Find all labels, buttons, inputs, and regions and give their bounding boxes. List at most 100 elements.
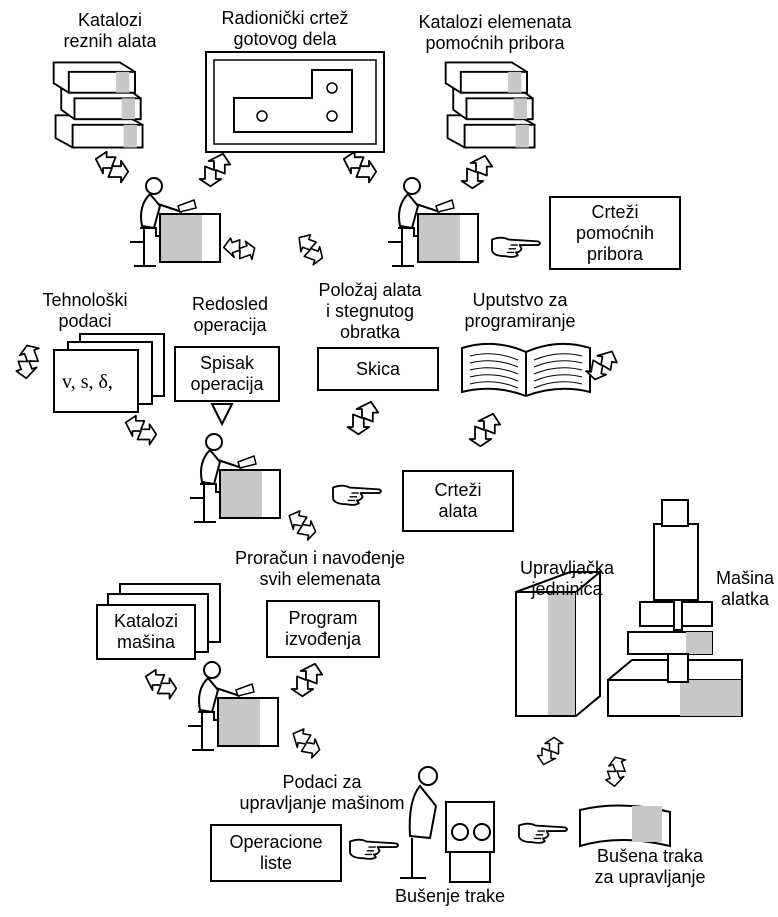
box-line: Crteži [591, 201, 639, 222]
reel-icon [473, 823, 491, 841]
box-line: Operacione [229, 832, 323, 852]
book-line [469, 381, 519, 389]
book-line [533, 353, 583, 361]
box-line: Crteži [434, 480, 482, 500]
machine-column [653, 523, 699, 601]
label-line: jedninica [531, 579, 603, 599]
zigzag-arrow-icon [198, 152, 232, 188]
pointing-hand-icon [349, 838, 399, 860]
label-tehnoloski-podaci: Tehnološki podaci [35, 290, 135, 332]
operator-head [418, 766, 438, 786]
machine-spindle [673, 599, 683, 631]
books-stack-icon [444, 61, 536, 149]
label-katalozi-elemenata: Katalozi elemenata pomoćnih pribora [395, 12, 595, 54]
label-line: pomoćnih pribora [425, 33, 565, 53]
worker-icon [189, 433, 281, 523]
hole-icon [326, 82, 338, 94]
pointer-triangle [210, 403, 234, 427]
zigzag-arrow-icon [94, 150, 130, 184]
zigzag-arrow-icon [346, 400, 380, 436]
machine-base-shade [680, 680, 742, 716]
worker-icon [187, 661, 279, 751]
label-katalozi-reznih-alata: Katalozi reznih alata [55, 10, 165, 52]
reel-icon [451, 823, 469, 841]
pointing-hand-icon [491, 236, 541, 258]
machine-head [661, 499, 689, 527]
box-line: Program [288, 608, 358, 628]
tape-punch-stand [449, 851, 491, 883]
zigzag-arrow-icon [284, 508, 320, 542]
zigzag-arrow-icon [220, 230, 259, 268]
pointing-hand-icon [518, 822, 568, 844]
label-polozaj-alata: Položaj alata i stegnutog obratka [300, 280, 440, 343]
label-line: i stegnutog [325, 301, 415, 321]
zigzag-arrow-icon [291, 230, 330, 268]
box-program-izvodjenja: Program izvođenja [266, 600, 380, 658]
label-line: podaci [58, 311, 112, 331]
label-line: Bušenje trake [394, 886, 506, 906]
zigzag-arrow-icon [288, 726, 324, 760]
label-line: za upravljanje [594, 867, 706, 887]
box-line: izvođenja [284, 629, 362, 649]
label-masina-alatka: Mašina alatka [712, 568, 778, 610]
zigzag-arrow-icon [598, 753, 634, 790]
label-upravljacka-jedinica: Upravljačka jedninica [512, 558, 622, 600]
hole-icon [256, 110, 268, 122]
worker-icon [387, 177, 479, 267]
box-line: liste [259, 853, 292, 873]
label-podaci-za-upravljanje: Podaci za upravljanje mašinom [232, 772, 412, 814]
label-line: Proračun i navođenje [234, 548, 406, 568]
label-busena-traka: Bušena traka za upravljanje [580, 846, 720, 888]
label-uputstvo: Uputstvo za programiranje [450, 290, 590, 332]
box-line: pribora [586, 243, 644, 264]
label-line: reznih alata [63, 31, 157, 51]
box-spisak-operacija: Spisak operacija [174, 346, 280, 402]
box-line: operacija [190, 374, 264, 394]
box-katalozi-masina: Katalozi mašina [96, 604, 196, 660]
box-crtezi-pomocnih-pribora: Crteži pomoćnih pribora [549, 196, 681, 270]
box-line: mašina [116, 632, 176, 652]
pointing-hand-icon [332, 484, 382, 506]
zigzag-arrow-icon [8, 341, 48, 382]
label-line: svih elemenata [259, 569, 381, 589]
hole-icon [326, 110, 338, 122]
book-line [533, 381, 583, 389]
machine-pedestal [667, 653, 689, 683]
label-radionicki-crtez: Radionički crtež gotovog dela [205, 8, 365, 50]
control-unit-side [575, 569, 601, 717]
book-line [533, 374, 583, 382]
label-busenje-trake: Bušenje trake [390, 886, 510, 907]
label-line: obratka [339, 322, 401, 342]
book-line [533, 360, 583, 368]
label-line: Katalozi [77, 10, 143, 30]
book-line [469, 374, 519, 382]
label-proracun: Proračun i navođenje svih elemenata [215, 548, 425, 590]
zigzag-arrow-icon [468, 412, 502, 448]
punched-tape-shade [632, 806, 662, 842]
operator-body [408, 784, 438, 840]
box-line: pomoćnih [575, 222, 655, 243]
label-line: alatka [720, 589, 770, 609]
machine-table-shade [686, 632, 712, 654]
zigzag-arrow-icon [342, 150, 378, 184]
label-line: gotovog dela [233, 29, 337, 49]
box-skica: Skica [317, 347, 439, 391]
label-line: Položaj alata [318, 280, 422, 300]
data-sheet [53, 349, 139, 413]
box-line: alata [438, 501, 478, 521]
label-redosled-operacija: Redosled operacija [175, 294, 285, 336]
label-line: Katalozi elemenata [418, 12, 572, 32]
label-line: Uputstvo za [472, 290, 568, 310]
label-line: Radionički crtež [221, 8, 349, 28]
zigzag-arrow-icon [144, 668, 178, 700]
book-line [533, 367, 583, 375]
book-line [469, 353, 519, 361]
label-line: Mašina [715, 568, 775, 588]
label-line: Bušena traka [596, 846, 704, 866]
zigzag-arrow-icon [536, 736, 564, 766]
label-line: Podaci za [282, 772, 362, 792]
box-operacione-liste: Operacione liste [210, 824, 342, 882]
operator-chair [400, 838, 426, 879]
